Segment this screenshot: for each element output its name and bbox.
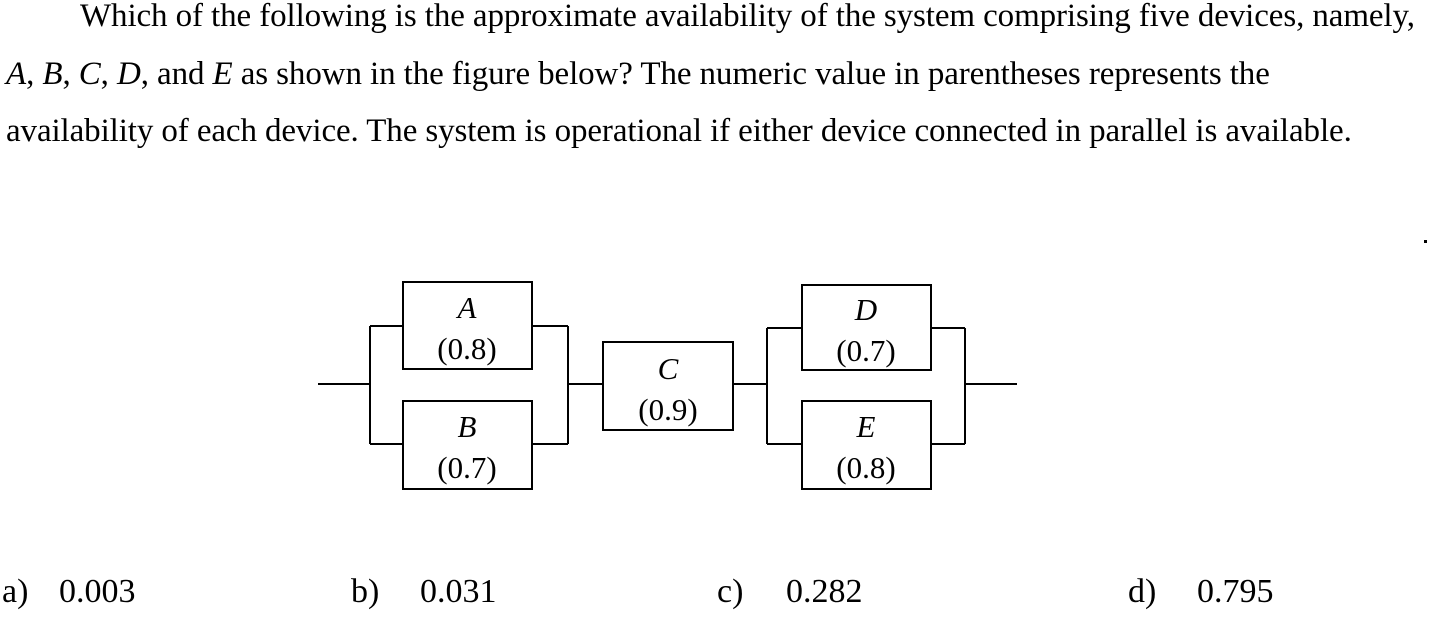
option-d-value: 0.795 <box>1197 573 1274 610</box>
question-part-2: as shown in the figure below? The numeri… <box>6 55 1352 150</box>
option-a-label: a) <box>2 573 29 610</box>
option-b-label: b) <box>351 573 380 610</box>
device-a-box <box>402 281 533 370</box>
device-ref-a: A <box>6 55 27 92</box>
device-d-availability: (0.7) <box>836 333 895 368</box>
option-c-value: 0.282 <box>786 573 863 610</box>
option-d-label: d) <box>1128 573 1157 610</box>
device-e-box <box>801 400 932 490</box>
option-b[interactable]: b) 0.031 <box>351 573 497 611</box>
device-ref-b: B <box>42 55 63 92</box>
device-a: A (0.8) <box>402 281 533 370</box>
device-d-name: D <box>854 292 877 327</box>
device-a-availability: (0.8) <box>437 331 496 366</box>
option-c[interactable]: c) 0.282 <box>717 573 863 611</box>
option-c-label: c) <box>717 573 744 610</box>
device-a-name: A <box>456 290 478 325</box>
option-b-value: 0.031 <box>420 573 497 610</box>
option-a-value: 0.003 <box>59 573 136 610</box>
device-d-box <box>801 284 932 371</box>
device-c-availability: (0.9) <box>638 392 697 427</box>
device-b: B (0.7) <box>402 400 533 490</box>
question-part-1: Which of the following is the approximat… <box>80 0 1415 34</box>
device-d: D (0.7) <box>801 284 932 371</box>
question-sep-3: , <box>100 55 117 92</box>
option-a[interactable]: a) 0.003 <box>2 573 136 611</box>
device-c: C (0.9) <box>602 341 734 431</box>
device-c-box <box>602 341 734 431</box>
device-ref-c: C <box>78 55 101 92</box>
device-e-name: E <box>856 409 876 444</box>
device-c-name: C <box>658 351 679 386</box>
device-ref-d: D <box>116 55 141 92</box>
device-b-name: B <box>458 409 477 444</box>
stray-dot <box>1424 240 1427 243</box>
device-b-availability: (0.7) <box>437 450 496 485</box>
device-ref-e: E <box>212 55 233 92</box>
question-sep-1: , <box>26 55 43 92</box>
question-sep-2: , <box>62 55 79 92</box>
device-e-availability: (0.8) <box>836 450 895 485</box>
device-b-box <box>402 400 533 490</box>
question-text: Which of the following is the approximat… <box>6 0 1424 161</box>
device-e: E (0.8) <box>801 400 932 490</box>
question-sep-4: , and <box>140 55 213 92</box>
option-d[interactable]: d) 0.795 <box>1128 573 1274 611</box>
